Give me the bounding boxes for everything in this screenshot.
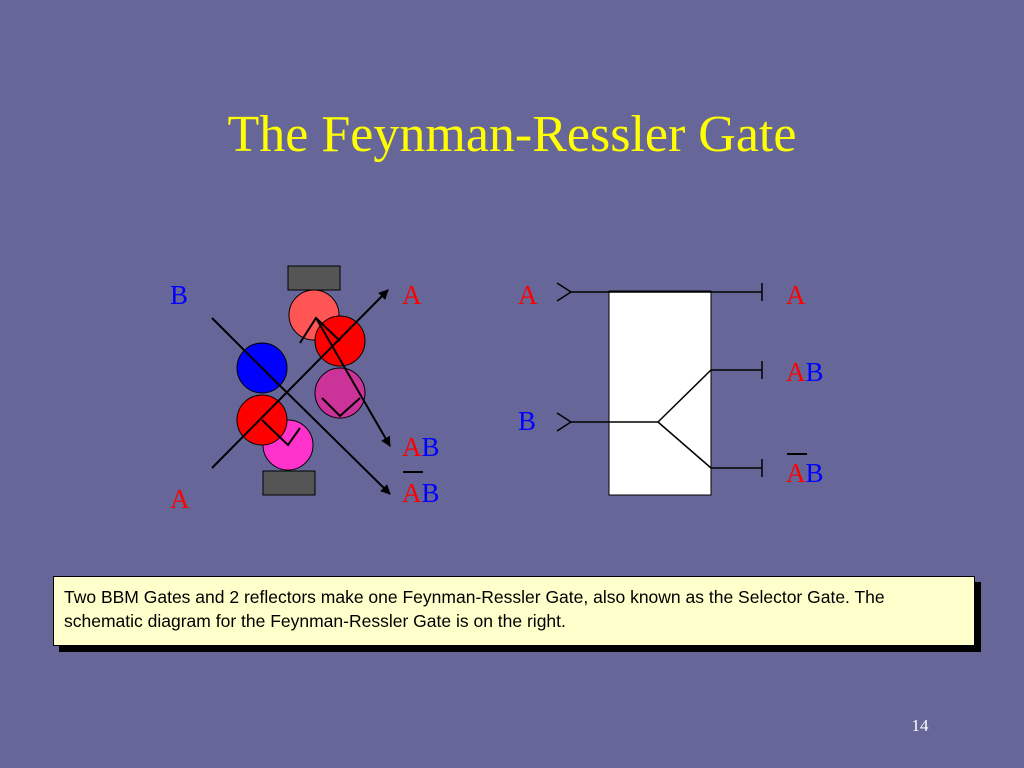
schematic-input-b-label: B bbox=[518, 406, 537, 436]
bbm-output-and-not-label: AB bbox=[402, 478, 440, 508]
deflection-top bbox=[299, 316, 341, 344]
trajectory-a-in bbox=[211, 289, 389, 469]
schematic-and-not-right: B bbox=[805, 458, 824, 488]
deflection-right bbox=[321, 397, 361, 418]
schematic-and-left: A bbox=[786, 357, 806, 387]
schematic-and-not-left: A bbox=[786, 458, 806, 488]
bbm-not-overbar bbox=[403, 471, 423, 473]
slide-title: The Feynman-Ressler Gate bbox=[227, 106, 797, 163]
bottom-reflector bbox=[262, 470, 316, 496]
top-reflector bbox=[287, 265, 341, 291]
schematic-output-and-not-label: AB bbox=[786, 458, 824, 488]
schematic-diagram bbox=[556, 282, 763, 496]
branch-down bbox=[657, 421, 712, 469]
schematic-output-and-label: AB bbox=[786, 357, 824, 387]
schematic-input-a-label: A bbox=[518, 280, 538, 310]
bbm-output-and-label: AB bbox=[402, 432, 440, 462]
trajectory-a-not-and-b bbox=[261, 367, 391, 495]
bbm-diagram bbox=[211, 265, 391, 496]
bbm-input-a-label: A bbox=[170, 484, 190, 514]
input-b-connector bbox=[556, 412, 573, 432]
trajectory-a-and-b bbox=[315, 317, 391, 447]
schematic-not-overbar bbox=[787, 453, 807, 455]
bbm-and-right: B bbox=[421, 432, 440, 462]
gate-box bbox=[608, 290, 712, 496]
bbm-output-a-label: A bbox=[402, 280, 422, 310]
bbm-and-not-left: A bbox=[402, 478, 422, 508]
bbm-and-not-right: B bbox=[421, 478, 440, 508]
schematic-and-right: B bbox=[805, 357, 824, 387]
bbm-and-left: A bbox=[402, 432, 422, 462]
page-number: 14 bbox=[911, 716, 929, 735]
ball-magenta bbox=[314, 367, 366, 419]
caption-box: Two BBM Gates and 2 reflectors make one … bbox=[53, 576, 975, 646]
bbm-input-b-label: B bbox=[170, 280, 189, 310]
schematic-output-a-label: A bbox=[786, 280, 806, 310]
deflection-bottom bbox=[261, 419, 301, 447]
trajectory-b-in bbox=[211, 317, 263, 369]
input-a-connector bbox=[556, 282, 573, 302]
branch-up bbox=[657, 369, 712, 423]
